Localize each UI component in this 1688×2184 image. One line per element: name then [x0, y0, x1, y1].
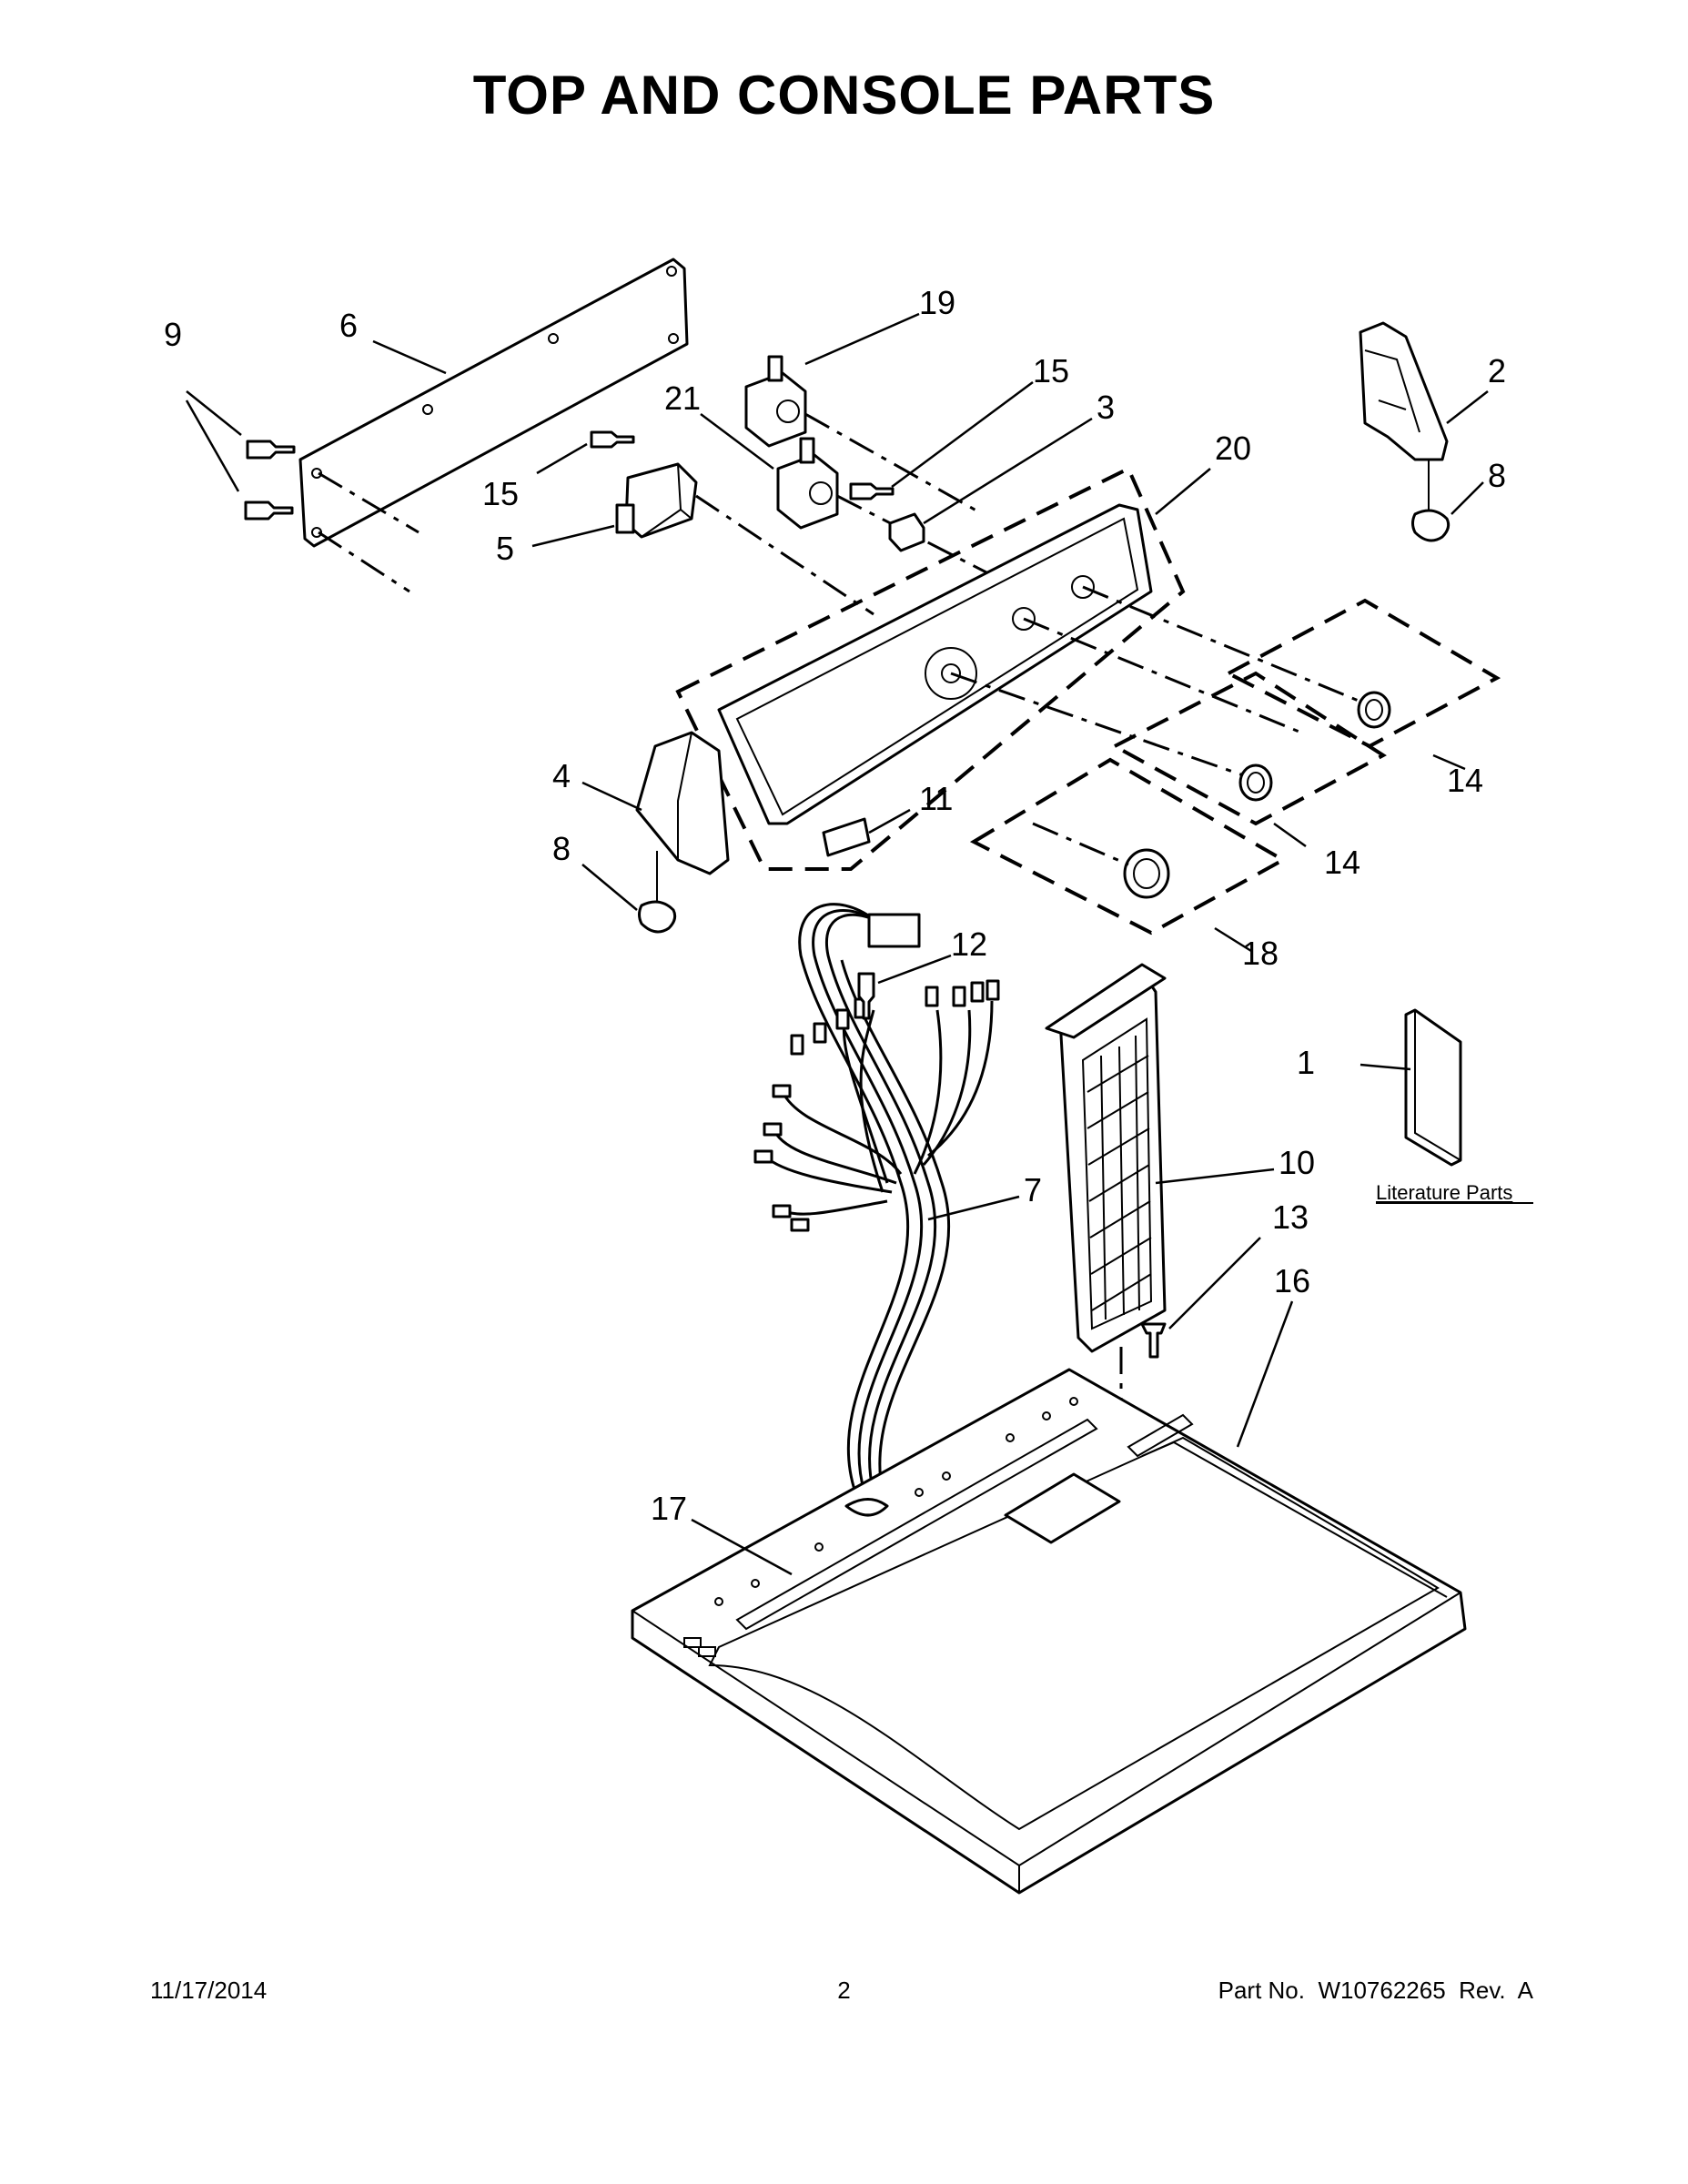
callout-3: 3: [1097, 389, 1115, 426]
part-19-switch: [744, 355, 984, 516]
part-7-wire-harness: [753, 903, 1000, 1493]
part-13-screw: [1140, 1322, 1167, 1359]
part-3-clip: [888, 512, 925, 552]
callout-19: 19: [919, 284, 955, 321]
page-title: TOP AND CONSOLE PARTS: [472, 65, 1216, 126]
callout-15-left: 15: [482, 475, 519, 512]
part-9-screws: [244, 440, 296, 521]
part-4-end-cap-left: [635, 731, 730, 901]
footer-part-number: Part No. W10762265 Rev. A: [1218, 1977, 1533, 2004]
callout-10: 10: [1279, 1144, 1315, 1181]
part-11-label: [822, 817, 871, 857]
callout-13: 13: [1272, 1198, 1309, 1236]
part-12-screw: [857, 972, 875, 1020]
part-17-top-panel: [631, 1368, 1467, 1895]
part-14-knob-lower: [1110, 671, 1387, 826]
part-15-screw-right: [849, 482, 895, 500]
footer-date: 11/17/2014: [150, 1977, 268, 2004]
callout-20: 20: [1215, 430, 1251, 467]
part-10-lint-filter: [1045, 963, 1167, 1502]
part-18-knob-large: [969, 757, 1288, 935]
part-5-switch: [615, 462, 874, 616]
leader-lines: [185, 312, 1489, 1576]
part-8-clip-left: [638, 900, 677, 934]
callout-21: 21: [664, 379, 701, 417]
part-2-end-cap-right: [1359, 321, 1449, 510]
callout-16: 16: [1274, 1262, 1310, 1299]
callout-6: 6: [339, 307, 358, 344]
callout-12: 12: [951, 925, 987, 963]
footer-page-number: 2: [837, 1977, 851, 2004]
literature-parts-label: Literature Parts: [1376, 1181, 1512, 1204]
part-21-switch: [776, 437, 1025, 593]
part-20-console-panel: [675, 466, 1370, 871]
callout-8-left: 8: [552, 830, 571, 867]
callout-15-right: 15: [1033, 352, 1069, 389]
part-14-knob-upper: [1224, 598, 1501, 749]
part-1-literature: [1404, 1008, 1462, 1167]
callout-11: 11: [919, 780, 953, 817]
callout-4: 4: [552, 757, 571, 794]
part-16-top-seal: [1141, 1441, 1448, 1598]
callout-2: 2: [1488, 352, 1506, 389]
callout-14-upper: 14: [1447, 762, 1483, 799]
part-8-clip-right: [1411, 509, 1450, 542]
callout-5: 5: [496, 530, 514, 567]
callout-1: 1: [1297, 1044, 1315, 1081]
callout-8-right: 8: [1488, 457, 1506, 494]
part-6-console-bracket: [298, 258, 689, 593]
callout-14-lower: 14: [1324, 844, 1360, 881]
callout-9: 9: [164, 316, 182, 353]
callout-17: 17: [651, 1490, 687, 1527]
callout-18: 18: [1242, 935, 1279, 972]
callout-7: 7: [1024, 1171, 1042, 1208]
callout-labels: 6 9 15 5 19 21 15 3 20 2 8 4 8 11 12 14 …: [164, 284, 1533, 1527]
part-15-screw-left: [590, 430, 635, 449]
